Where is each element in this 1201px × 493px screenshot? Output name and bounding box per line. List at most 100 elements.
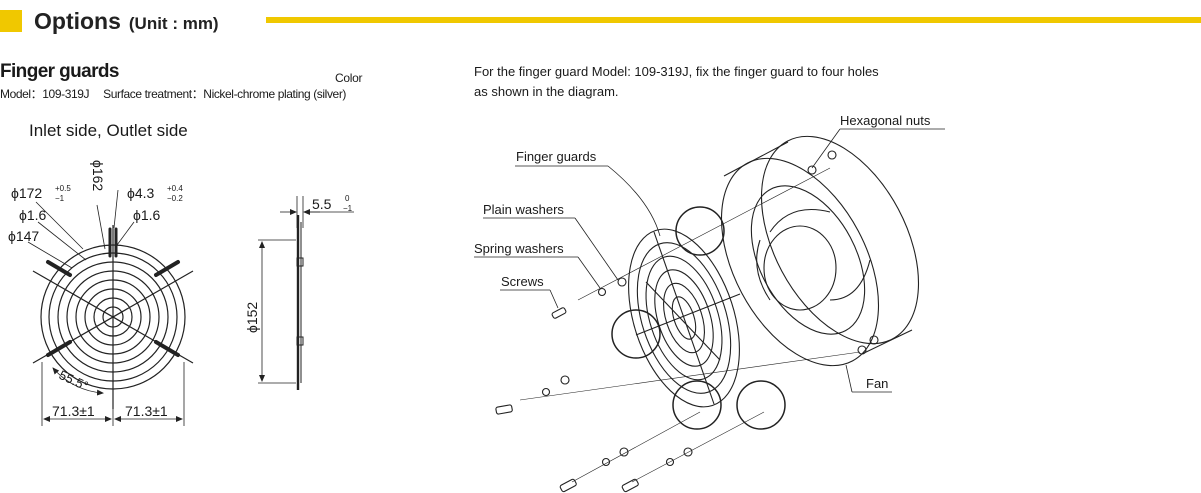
callout-plain-washers: Plain washers xyxy=(483,202,564,217)
mount-tab xyxy=(46,260,72,277)
plain-washer xyxy=(560,375,570,385)
screw xyxy=(559,478,577,493)
fan-edge xyxy=(861,329,913,355)
hex-nut xyxy=(869,335,879,345)
product-title: Finger guards xyxy=(0,61,119,82)
callout-labels: Hexagonal nuts Finger guards Plain washe… xyxy=(474,113,931,391)
dim-d172: ϕ172 xyxy=(11,185,42,201)
dim-depth-tol-upper: 0 xyxy=(345,194,350,203)
callout-finger-guards: Finger guards xyxy=(516,149,597,164)
leader-d16 xyxy=(37,221,87,261)
fan-front-frame xyxy=(720,157,880,367)
fan-blade xyxy=(769,208,831,233)
dim-d147: ϕ147 xyxy=(8,228,39,244)
section-title-text: Options xyxy=(34,8,121,34)
leader-hex-nuts xyxy=(811,128,841,169)
callout-hex-nuts: Hexagonal nuts xyxy=(840,113,931,128)
leader-plain-washers xyxy=(574,217,619,281)
hex-nut xyxy=(827,150,837,160)
leader-d172 xyxy=(35,201,84,250)
callout-screws: Screws xyxy=(501,274,544,289)
guard-ring xyxy=(628,228,740,408)
dim-d43-tol-upper: +0.4 xyxy=(167,184,183,193)
mount-tab xyxy=(46,340,72,357)
dim-d162: ϕ162 xyxy=(90,160,106,191)
view-label: Inlet side, Outlet side xyxy=(29,121,188,140)
plain-washer xyxy=(619,447,629,457)
surface-treatment: Surface treatment：Nickel-chrome plating … xyxy=(103,87,347,101)
detail-circle xyxy=(611,309,661,359)
instructions: For the finger guard Model: 109-319J, fi… xyxy=(474,62,879,102)
leader-d147 xyxy=(27,241,73,269)
axis-line xyxy=(519,351,861,401)
spring-washer xyxy=(541,387,551,397)
leader-d43 xyxy=(113,189,119,229)
screw xyxy=(495,404,513,415)
hex-nut xyxy=(807,165,817,175)
section-rule xyxy=(266,17,1201,23)
side-tab xyxy=(296,336,304,346)
section-marker xyxy=(0,10,22,32)
guard-front-view xyxy=(27,189,194,426)
leader-d16b xyxy=(116,221,135,246)
side-dim-labels: 5.5 0 −1 ϕ152 xyxy=(244,194,353,333)
screw xyxy=(551,307,567,319)
side-tab xyxy=(296,257,304,267)
guard-ring xyxy=(636,242,732,394)
spring-washer xyxy=(665,457,675,467)
screw xyxy=(621,478,639,493)
callout-spring-washers: Spring washers xyxy=(474,241,564,256)
instructions-line-1: For the finger guard Model: 109-319J, fi… xyxy=(474,64,879,79)
dim-d43-tol-lower: −0.2 xyxy=(167,194,183,203)
dim-d16a: ϕ1.6 xyxy=(19,207,47,223)
callout-fan: Fan xyxy=(866,376,888,391)
leader-finger-guards xyxy=(607,165,661,237)
detail-circle xyxy=(736,380,786,430)
detail-circle xyxy=(672,380,722,430)
leader-d162 xyxy=(96,204,106,250)
plain-washer xyxy=(683,447,693,457)
detail-circle xyxy=(675,206,725,256)
dim-depth-tol-lower: −1 xyxy=(343,204,353,213)
spring-washer xyxy=(601,457,611,467)
fan-hub xyxy=(763,225,837,311)
dim-d43: ϕ4.3 xyxy=(127,185,155,201)
hex-nut xyxy=(857,345,867,355)
dim-w2-label: 71.3±1 xyxy=(125,403,168,419)
dim-d172-tol-lower: −1 xyxy=(55,194,65,203)
mount-tab xyxy=(154,260,180,277)
spring-washer xyxy=(597,287,607,297)
front-dim-labels: ϕ172 +0.5 −1 ϕ1.6 ϕ147 ϕ162 ϕ4.3 +0.4 −0… xyxy=(8,160,183,419)
guard-spoke xyxy=(635,293,741,336)
fan-edge xyxy=(723,141,789,177)
guard-spoke xyxy=(653,231,715,405)
dim-angle: 55.5° xyxy=(57,367,91,393)
fan-blade xyxy=(756,239,771,301)
dim-d16b: ϕ1.6 xyxy=(133,207,161,223)
section-title: Options (Unit : mm) xyxy=(34,8,219,35)
color-header: Color xyxy=(335,71,363,85)
plain-washer xyxy=(617,277,627,287)
dim-w1-label: 71.3±1 xyxy=(52,403,95,419)
unit-label: (Unit : mm) xyxy=(128,14,219,33)
fan-inner-ring xyxy=(750,185,866,335)
model-line: Model：109-319J Surface treatment：Nickel-c… xyxy=(0,85,346,102)
dim-depth: 5.5 xyxy=(312,196,332,212)
fan-assembly xyxy=(474,128,945,493)
dim-d152-label: ϕ152 xyxy=(244,302,260,333)
mount-tab xyxy=(154,340,180,357)
fan-back-frame xyxy=(760,135,920,345)
model-label: Model：109-319J xyxy=(0,87,90,101)
fan-blade xyxy=(829,259,871,301)
leader-spring-washers xyxy=(577,256,601,289)
guard-side-view xyxy=(258,196,354,390)
axis-line xyxy=(571,411,701,483)
axis-line xyxy=(631,411,765,483)
dim-d172-tol-upper: +0.5 xyxy=(55,184,71,193)
instructions-line-2: as shown in the diagram. xyxy=(474,84,619,99)
guard-ring xyxy=(663,282,705,354)
angle-arc xyxy=(52,367,104,396)
leader-fan xyxy=(845,364,853,393)
leader-screws xyxy=(549,289,559,309)
